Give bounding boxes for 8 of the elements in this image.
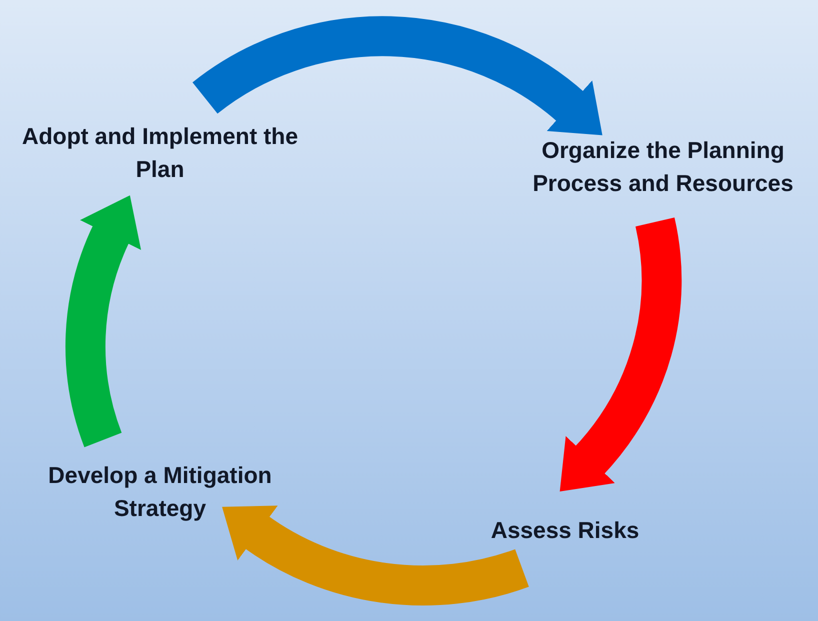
curved-arrow (220, 504, 528, 606)
step-label: Develop a Mitigation Strategy (10, 459, 310, 525)
step-label: Adopt and Implement the Plan (20, 120, 300, 186)
curved-arrow (193, 16, 604, 134)
step-label: Organize the Planning Process and Resources (508, 134, 818, 200)
curved-arrow (562, 218, 682, 494)
curved-arrow (66, 194, 142, 446)
step-label: Assess Risks (475, 514, 655, 547)
